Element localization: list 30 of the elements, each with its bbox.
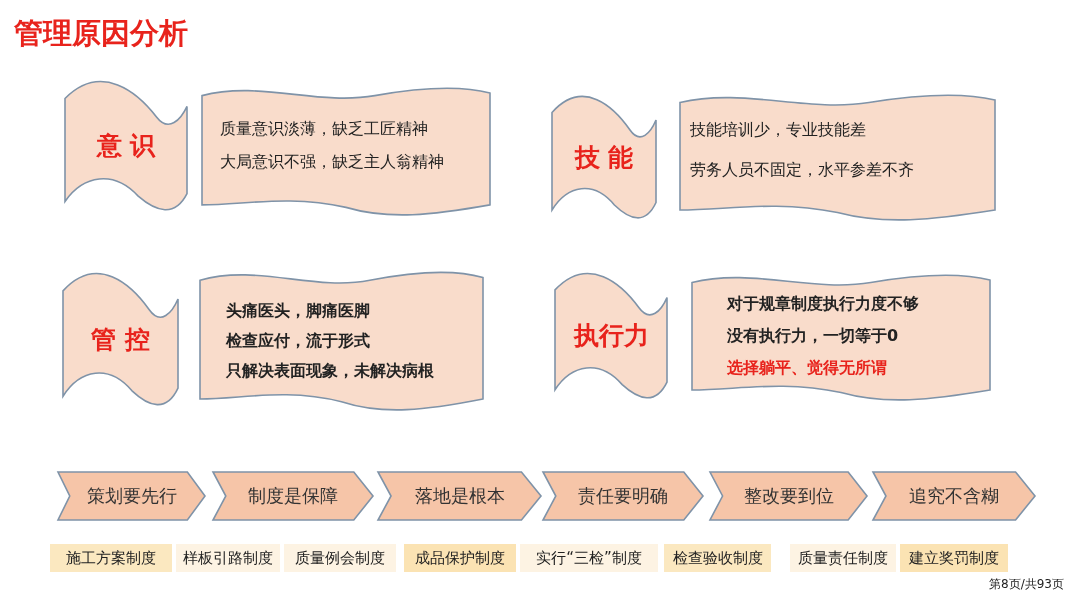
banner-text: 检查应付，流于形式	[226, 330, 370, 352]
highlighted-label: 建立奖罚制度	[900, 544, 1008, 572]
banner-text: 只解决表面现象，未解决病根	[226, 360, 434, 382]
title: 管理原因分析	[14, 15, 188, 52]
chevron-label: 落地是根本	[413, 484, 506, 508]
highlighted-label: 实行“三检”制度	[520, 544, 658, 572]
highlighted-label: 施工方案制度	[50, 544, 172, 572]
banner-text: 没有执行力，一切等于0	[727, 325, 899, 347]
highlighted-label: 成品保护制度	[404, 544, 516, 572]
chevron-label: 责任要明确	[577, 484, 669, 508]
banner-text: 选择躺平、觉得无所谓	[727, 357, 887, 379]
highlighted-label: 质量例会制度	[284, 544, 396, 572]
banner-heading: 意 识	[95, 130, 157, 162]
page-number: 第8页/共93页	[989, 576, 1064, 593]
banner-text: 技能培训少，专业技能差	[690, 119, 866, 141]
chevron-label: 策划要先行	[85, 484, 178, 508]
banner-heading: 技 能	[573, 141, 635, 174]
highlighted-label: 样板引路制度	[176, 544, 280, 572]
highlighted-label: 质量责任制度	[790, 544, 896, 572]
banner-text: 大局意识不强，缺乏主人翁精神	[220, 151, 444, 173]
banner-text: 对于规章制度执行力度不够	[727, 293, 919, 315]
banner-text: 头痛医头，脚痛医脚	[226, 300, 370, 322]
banner-heading: 管 控	[90, 323, 151, 356]
highlighted-label: 检查验收制度	[664, 544, 771, 572]
chevron-label: 整改要到位	[742, 484, 835, 508]
banner-text: 质量意识淡薄，缺乏工匠精神	[220, 118, 428, 140]
chevron-label: 制度是保障	[247, 484, 339, 508]
banner-text: 劳务人员不固定，水平参差不齐	[690, 159, 914, 181]
banner-heading: 执行力	[572, 320, 650, 352]
chevron-label: 追究不含糊	[908, 484, 1000, 508]
